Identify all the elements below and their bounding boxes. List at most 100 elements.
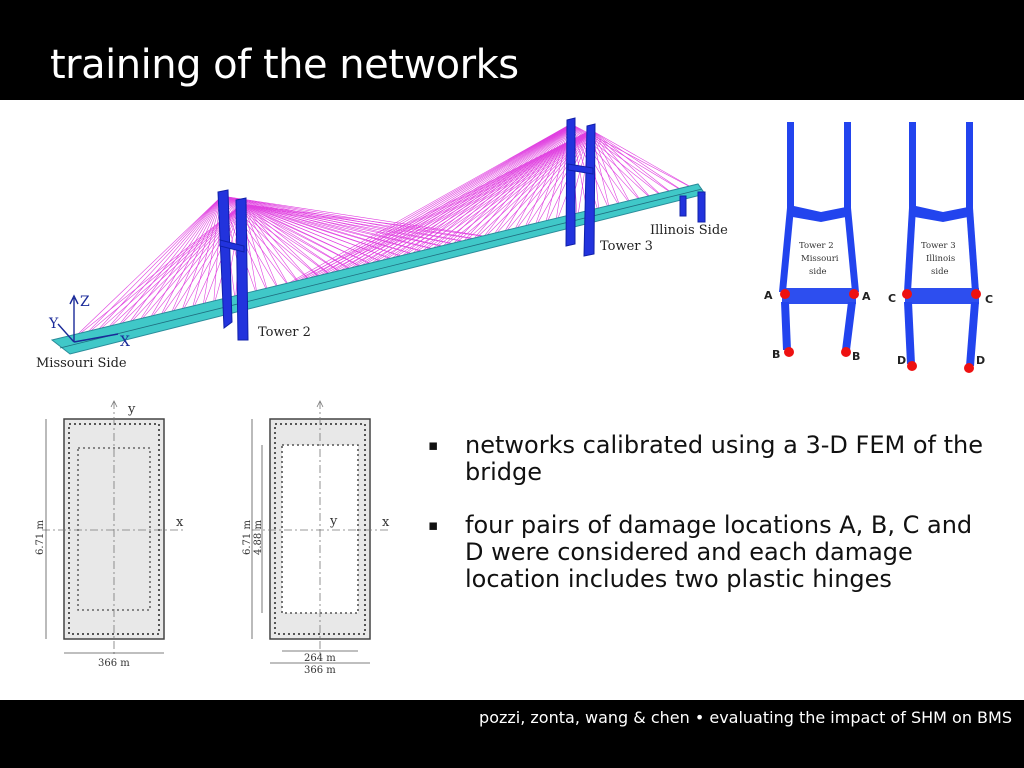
stay-cable — [590, 129, 622, 210]
stay-cable — [241, 203, 379, 268]
hinge-label-d-left: D — [897, 354, 906, 367]
stay-cable — [590, 129, 699, 192]
stay-cable — [357, 129, 592, 273]
bullet-item: ▪ four pairs of damage locations A, B, C… — [428, 512, 988, 593]
bullet-marker: ▪ — [428, 516, 439, 534]
stay-cable — [590, 129, 644, 205]
stay-cable — [401, 129, 592, 263]
slide-title: training of the networks — [50, 42, 519, 88]
cross-section-figure: y x 6.71 m 366 m y x 6.71 m 4.88 m 264 m… — [35, 400, 390, 675]
axis-y-label: Y — [48, 316, 59, 332]
axis-z-label: Z — [80, 294, 90, 310]
stay-cable — [241, 203, 324, 281]
tower-hinge-figure: Tower 2 Missouri side Tower 3 Illinois s… — [764, 122, 993, 373]
stay-cable — [500, 123, 572, 239]
stay-cable — [221, 195, 445, 252]
stay-cable — [401, 123, 572, 263]
tower-2-label: Tower 2 — [258, 325, 311, 340]
hollow-axis-y: y — [329, 514, 338, 529]
stay-cable — [522, 129, 592, 234]
end-piers — [679, 191, 706, 223]
solid-axis-x: x — [176, 515, 184, 530]
bullet-text: four pairs of damage locations A, B, C a… — [465, 511, 973, 593]
stay-cables — [69, 123, 699, 342]
hinge-label-a-right: A — [862, 290, 871, 303]
stay-cable — [379, 129, 592, 268]
axis-triad — [57, 294, 119, 343]
stay-cable — [80, 203, 243, 340]
tower-3-label: Tower 3 — [600, 239, 653, 254]
bullet-list: ▪ networks calibrated using a 3-D FEM of… — [428, 432, 988, 619]
tower-3 — [565, 117, 596, 257]
stay-cable — [241, 203, 291, 289]
hollow-section — [251, 400, 388, 664]
tower-2-caption-line-1: Tower 2 — [799, 241, 834, 251]
tower-2-caption-line-3: side — [809, 267, 827, 277]
plastic-hinges — [780, 289, 981, 373]
solid-axis-y: y — [127, 402, 136, 417]
stay-cable — [221, 195, 501, 239]
stay-cable — [335, 129, 592, 279]
hollow-height-dim: 6.71 m — [242, 520, 253, 555]
stay-cable — [91, 203, 243, 337]
stay-cable — [368, 129, 592, 271]
tower-3-caption-box — [915, 230, 967, 288]
stay-cable — [168, 203, 243, 318]
stay-cable — [269, 123, 572, 294]
stay-cable — [269, 129, 592, 294]
stay-cable — [590, 129, 655, 202]
bullet-text: networks calibrated using a 3-D FEM of t… — [465, 431, 983, 486]
stay-cable — [533, 123, 572, 231]
hinge-label-a-left: A — [764, 289, 773, 302]
solid-height-dim: 6.71 m — [35, 520, 46, 555]
footer-bar: pozzi, zonta, wang & chen • evaluating t… — [0, 700, 1024, 768]
hollow-width-dim: 366 m — [304, 665, 336, 675]
stay-cable — [511, 129, 592, 236]
stay-cable — [500, 129, 592, 239]
stay-cable — [69, 195, 223, 342]
stay-cable — [179, 203, 243, 316]
stay-cable — [241, 203, 313, 284]
tower-2-caption-line-2: Missouri — [801, 254, 839, 264]
bridge-fem-figure: Z Y X Missouri Side Tower 2 Tower 3 Illi… — [36, 117, 728, 371]
deck-edge — [59, 188, 703, 349]
stay-cable — [241, 203, 412, 260]
illinois-side-label: Illinois Side — [650, 223, 728, 238]
hollow-inner-width-dim: 264 m — [304, 653, 336, 664]
stay-cable — [302, 129, 592, 286]
stay-cable — [324, 129, 592, 281]
tower-3-caption-line-1: Tower 3 — [921, 241, 956, 251]
stay-cable — [80, 195, 223, 340]
stay-cable — [390, 123, 572, 265]
stay-cable — [190, 195, 223, 313]
stay-cable — [489, 123, 572, 242]
stay-cable — [467, 123, 572, 247]
stay-cable — [191, 203, 243, 313]
stay-cable — [590, 129, 633, 207]
title-bar: training of the networks — [0, 0, 1024, 100]
stay-cable — [590, 129, 677, 197]
stay-cable — [135, 195, 223, 326]
stay-cable — [157, 195, 223, 321]
missouri-side-label: Missouri Side — [36, 356, 127, 371]
tower-3-caption-line-2: Illinois — [926, 254, 955, 264]
stay-cable — [478, 123, 572, 244]
bullet-marker: ▪ — [428, 436, 439, 454]
stay-cable — [124, 195, 223, 329]
stay-cable — [280, 129, 592, 292]
axis-x-label: X — [120, 334, 130, 350]
stay-cable — [313, 129, 592, 284]
stay-cable — [412, 129, 592, 260]
solid-width-dim: 366 m — [98, 658, 130, 669]
hinge-label-b-right: B — [852, 350, 860, 363]
tower-3-elevation — [904, 122, 979, 366]
hollow-inner-height-dim: 4.88 m — [253, 520, 264, 555]
stay-cable — [434, 129, 592, 255]
stay-cable — [102, 203, 243, 334]
stay-cable — [221, 195, 490, 242]
bullet-item: ▪ networks calibrated using a 3-D FEM of… — [428, 432, 988, 486]
tower-2-caption-box — [793, 230, 845, 288]
stay-cable — [221, 195, 280, 292]
stay-cable — [412, 123, 572, 260]
hinge-label-c-left: C — [888, 292, 896, 305]
